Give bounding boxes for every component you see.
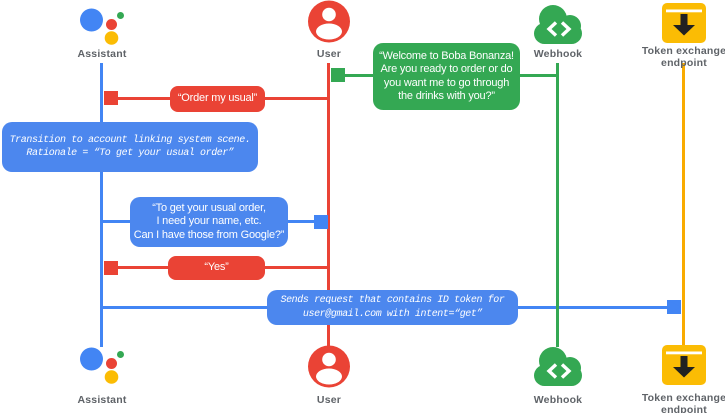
send-request-message-box: Sends request that contains ID token for… (267, 290, 518, 325)
message-line: “Order my usual” (177, 92, 258, 105)
user-label: User (316, 394, 342, 406)
webhook-label: Webhook (533, 48, 583, 60)
send-request-arrowhead (667, 300, 681, 314)
message-line: the drinks with you?” (398, 90, 495, 102)
welcome-message-box: “Welcome to Boba Bonanza! Are you ready … (373, 43, 520, 110)
note-line: Rationale = “To get your usual order” (26, 148, 234, 159)
yes-arrowhead (104, 261, 118, 275)
welcome-arrowhead (331, 68, 345, 82)
token-endpoint-label-line2: endpoint (661, 404, 707, 413)
user-lifeline (327, 63, 330, 347)
webhook-icon (534, 5, 582, 44)
webhook-label: Webhook (533, 394, 583, 406)
token-endpoint-icon (662, 345, 706, 385)
token-endpoint-label-line1: Token exchange (641, 392, 725, 404)
note-line: Transition to account linking system sce… (9, 134, 251, 146)
assistant-icon (80, 8, 124, 45)
user-label: User (316, 48, 342, 60)
message-line: Can I have those from Google?” (133, 228, 285, 241)
ask-permission-message-box: “To get your usual order, I need your na… (130, 197, 288, 247)
webhook-lifeline (556, 63, 559, 347)
message-line: “Yes” (204, 261, 229, 274)
order-usual-arrowhead (104, 91, 118, 105)
message-line: user@gmail.com with intent=“get” (302, 308, 483, 320)
assistant-label: Assistant (77, 48, 127, 60)
token-endpoint-icon (662, 3, 706, 43)
message-line: you want me to go through (383, 76, 510, 89)
yes-message-box: “Yes” (168, 256, 265, 280)
webhook-icon (534, 347, 582, 386)
assistant-lifeline (100, 63, 103, 347)
token-endpoint-label: Token exchange endpoint (634, 45, 725, 69)
message-line: Are you ready to order or do (380, 63, 513, 75)
order-usual-message-box: “Order my usual” (170, 86, 265, 112)
token-endpoint-label: Token exchange endpoint (634, 392, 725, 413)
ask-permission-arrowhead (314, 215, 328, 229)
user-icon (308, 345, 350, 388)
message-line: I need your name, etc. (156, 215, 262, 228)
transition-note-box: Transition to account linking system sce… (2, 122, 258, 172)
message-line: “To get your usual order, (152, 201, 266, 214)
user-icon (308, 0, 350, 43)
assistant-label: Assistant (77, 394, 127, 406)
assistant-icon (80, 347, 124, 384)
token-endpoint-label-line2: endpoint (661, 57, 707, 69)
token-endpoint-lifeline (682, 63, 685, 347)
message-line: “Welcome to Boba Bonanza! (379, 49, 514, 62)
token-endpoint-label-line1: Token exchange (641, 45, 725, 57)
message-line: Sends request that contains ID token for (280, 295, 505, 306)
